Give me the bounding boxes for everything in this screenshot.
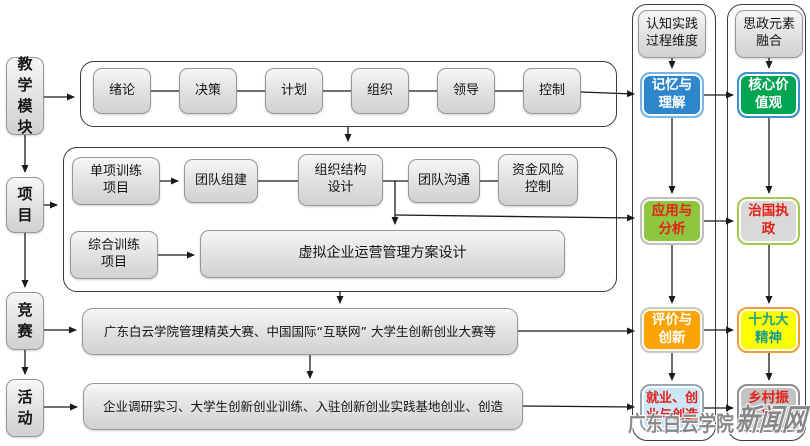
project-box-team-communication: 团队沟通 [408, 159, 480, 203]
ideology-box-governance: 治国执政 [737, 197, 800, 245]
rail-box-projects: 项目 [6, 177, 44, 233]
watermark-site-name: 广东白云学院 [628, 412, 734, 436]
module-label: 领导 [452, 82, 479, 98]
rail-box-teaching-modules: 教学模块 [6, 55, 44, 136]
project-label: 虚拟企业运营管理方案设计 [298, 245, 467, 262]
cognitive-box-apply-analyze: 应用与分析 [640, 197, 704, 245]
module-label: 计划 [280, 82, 307, 98]
header-label: 认知实践过程维度 [645, 17, 698, 49]
cognitive-label: 应用与分析 [651, 203, 693, 237]
competition-box: 广东白云学院管理精英大赛、中国国际“互联网” 大学生创新创业大赛等 [82, 308, 518, 355]
rail-label: 教学模块 [17, 55, 33, 136]
project-box-team-building: 团队组建 [184, 159, 258, 203]
project-box-fund-risk-control: 资金风险控制 [498, 154, 578, 206]
rail-box-competitions: 竞赛 [6, 292, 44, 350]
project-label: 单项训练项目 [89, 164, 142, 196]
header-label: 思政元素融合 [742, 17, 795, 49]
ideology-box-core-values: 核心价值观 [737, 72, 800, 118]
rail-label: 项目 [17, 185, 33, 224]
module-box-controlling: 控制 [523, 68, 581, 114]
project-box-comprehensive-training: 综合训练项目 [70, 231, 158, 279]
cognitive-column-header: 认知实践过程维度 [638, 10, 706, 58]
activity-label: 企业调研实习、大学生创新创业训练、入驻创新创业实践基地创业、创造 [102, 398, 503, 414]
activity-box: 企业调研实习、大学生创新创业训练、入驻创新创业实践基地创业、创造 [83, 383, 523, 430]
module-label: 决策 [194, 82, 221, 98]
rail-label: 竞赛 [17, 301, 33, 340]
project-label: 团队沟通 [417, 172, 470, 188]
project-box-org-structure-design: 组织结构设计 [298, 154, 383, 206]
module-box-introduction: 绪论 [93, 68, 151, 114]
ideology-label: 乡村振兴 [748, 390, 789, 424]
project-label: 综合训练项目 [87, 238, 140, 270]
module-label: 组织 [366, 82, 393, 98]
project-box-single-training: 单项训练项目 [72, 157, 160, 205]
cognitive-box-remember-understand: 记忆与理解 [640, 72, 704, 118]
cognitive-box-employment-entrepreneurship: 就业、创业与创造 [640, 384, 704, 432]
project-label: 团队组建 [194, 172, 247, 188]
ideology-label: 十九大精神 [748, 312, 789, 346]
ideology-label: 核心价值观 [748, 77, 789, 111]
ideology-label: 治国执政 [748, 203, 789, 237]
watermark-section-name: 新闻网 [734, 403, 808, 438]
project-label: 组织结构设计 [314, 163, 367, 195]
module-box-decision: 决策 [179, 68, 237, 114]
competition-label: 广东白云学院管理精英大赛、中国国际“互联网” 大学生创新创业大赛等 [104, 323, 496, 339]
cognitive-label: 记忆与理解 [651, 77, 693, 111]
module-label: 控制 [538, 82, 565, 98]
ideology-box-rural-revitalization: 乡村振兴 [737, 384, 800, 432]
module-box-organizing: 组织 [351, 68, 409, 114]
module-box-planning: 计划 [265, 68, 323, 114]
cognitive-box-evaluate-innovate: 评价与创新 [640, 307, 704, 353]
module-label: 绪论 [108, 82, 135, 98]
ideology-column-header: 思政元素融合 [735, 10, 803, 58]
project-label: 资金风险控制 [511, 163, 564, 195]
module-box-leading: 领导 [437, 68, 495, 114]
ideology-box-19th-congress-spirit: 十九大精神 [737, 307, 800, 353]
project-box-virtual-enterprise-plan: 虚拟企业运营管理方案设计 [200, 230, 565, 278]
cognitive-label: 评价与创新 [651, 312, 693, 346]
rail-box-activities: 活动 [6, 379, 44, 437]
rail-label: 活动 [17, 388, 33, 427]
cognitive-label: 就业、创业与创造 [645, 391, 698, 423]
